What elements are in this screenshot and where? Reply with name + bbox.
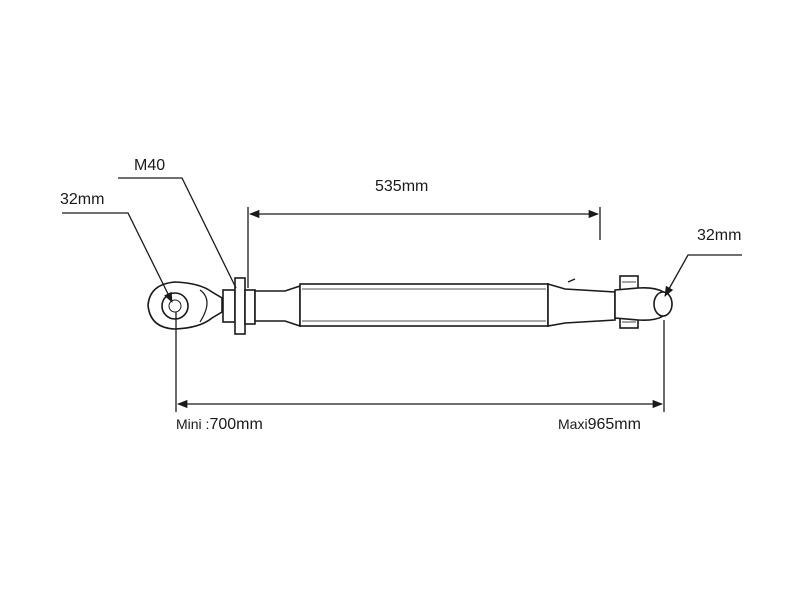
- left-ball-eye: [147, 281, 223, 330]
- right-thread-section: [547, 278, 616, 327]
- right-eye-diameter-label: 32mm: [697, 227, 741, 244]
- max-length-value: 965mm: [588, 416, 641, 433]
- left-eye-diameter-label: 32mm: [60, 191, 104, 208]
- main-tube: [299, 283, 549, 327]
- min-length-prefix: Mini :: [176, 416, 209, 432]
- lock-nut: [222, 277, 256, 335]
- min-length-label: Mini :700mm: [176, 416, 263, 433]
- left-thread-section: [254, 284, 301, 328]
- right-fork-end: [614, 275, 673, 329]
- thread-size-label: M40: [134, 157, 165, 174]
- max-length-prefix: Maxi: [558, 416, 588, 432]
- top-link-drawing: [147, 275, 673, 335]
- min-length-value: 700mm: [209, 416, 262, 433]
- max-length-label: Maxi965mm: [558, 416, 641, 433]
- right-eye-leader: [664, 254, 742, 297]
- tube-length-label: 535mm: [375, 178, 428, 195]
- dimension-lines: [62, 177, 742, 412]
- left-eye-leader: [62, 212, 173, 303]
- thread-leader: [118, 177, 237, 289]
